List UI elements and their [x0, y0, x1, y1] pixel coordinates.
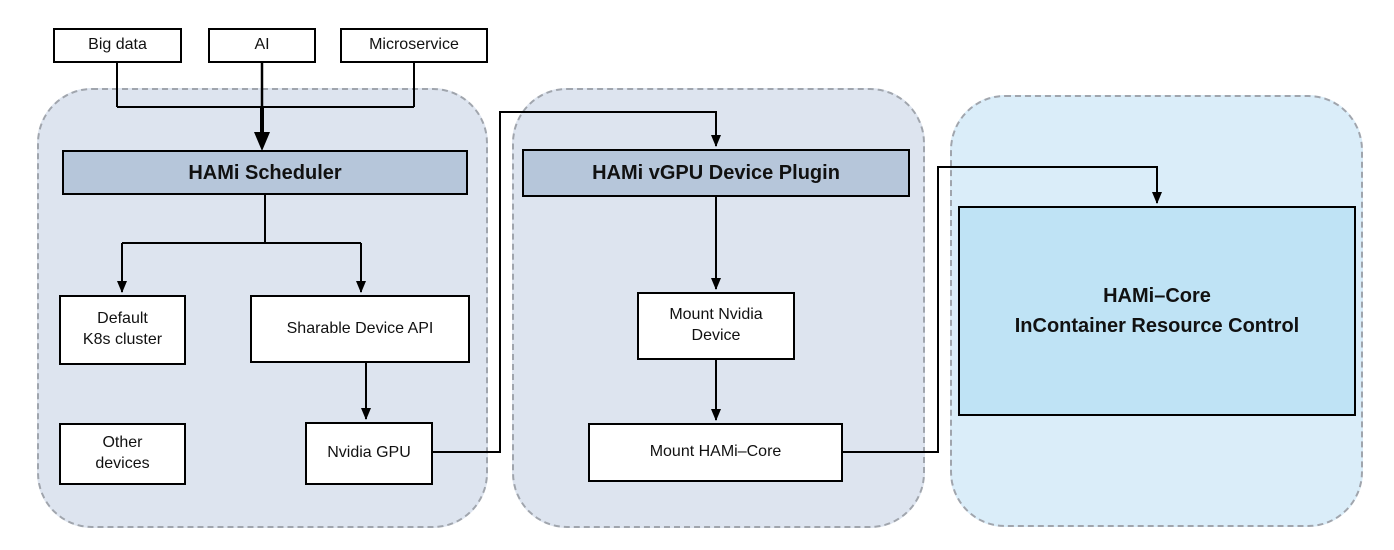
node-sharable-device-api: Sharable Device API: [250, 295, 470, 363]
node-ai: AI: [208, 28, 316, 63]
node-default-k8s-cluster: Default K8s cluster: [59, 295, 186, 365]
node-mount-nvidia-device: Mount Nvidia Device: [637, 292, 795, 360]
node-hami-core-incontainer-resource-control: HAMi–Core InContainer Resource Control: [958, 206, 1356, 416]
node-big-data: Big data: [53, 28, 182, 63]
node-other-devices: Other devices: [59, 423, 186, 485]
node-mount-hami-core: Mount HAMi–Core: [588, 423, 843, 482]
node-hami-vgpu-device-plugin: HAMi vGPU Device Plugin: [522, 149, 910, 197]
node-hami-scheduler: HAMi Scheduler: [62, 150, 468, 195]
node-nvidia-gpu: Nvidia GPU: [305, 422, 433, 485]
node-microservice: Microservice: [340, 28, 488, 63]
